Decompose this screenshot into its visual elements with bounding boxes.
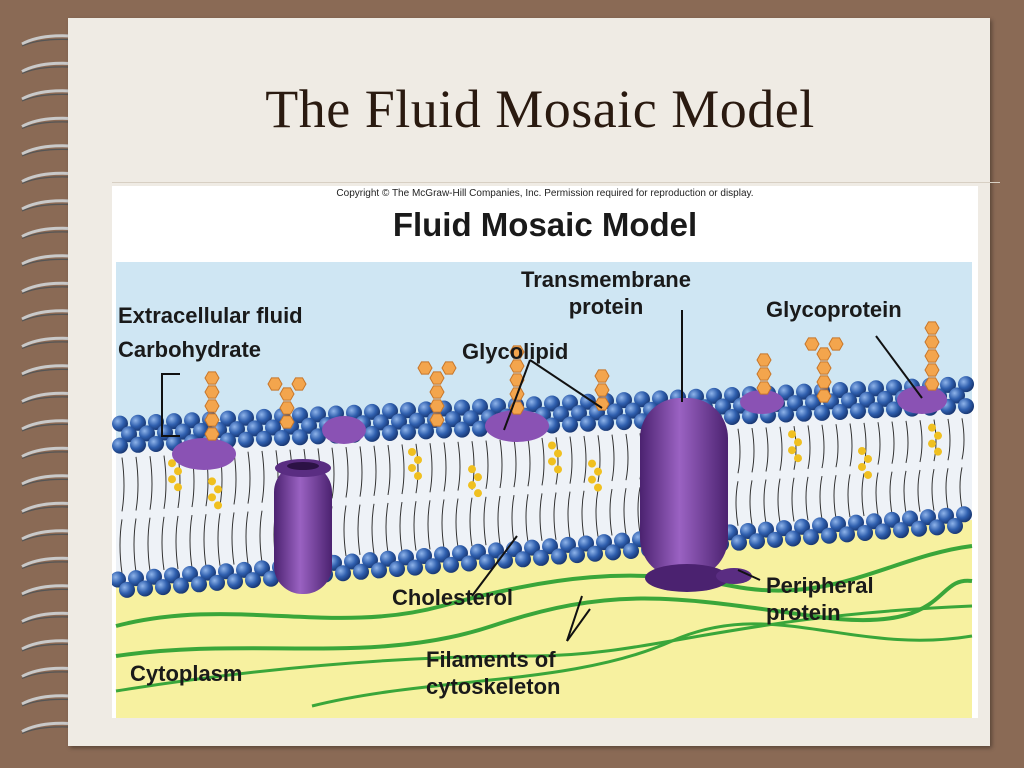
label-glycoprotein: Glycoprotein xyxy=(766,297,902,322)
carbohydrate-chains xyxy=(204,321,940,441)
glycolipid-protein-blobs xyxy=(172,386,947,470)
title-divider xyxy=(112,182,1000,183)
label-cholesterol: Cholesterol xyxy=(392,585,514,610)
transmembrane-protein xyxy=(640,398,752,592)
label-peripheral-protein: Peripheral protein xyxy=(766,573,874,625)
carbohydrate-bracket xyxy=(161,373,180,437)
slide-title: The Fluid Mosaic Model xyxy=(265,79,815,139)
membrane-diagram xyxy=(112,262,974,718)
leader-lines xyxy=(471,310,923,642)
label-extracellular-fluid: Extracellular fluid xyxy=(118,303,303,328)
cholesterol-molecules xyxy=(168,423,942,510)
label-glycolipid: Glycolipid xyxy=(462,339,569,364)
membrane-figure: Copyright © The McGraw-Hill Companies, I… xyxy=(112,186,978,718)
cytoskeleton-filaments xyxy=(115,544,973,708)
figure-title: Fluid Mosaic Model xyxy=(392,206,698,243)
label-cytoplasm: Cytoplasm xyxy=(130,661,243,686)
channel-protein xyxy=(274,459,332,594)
label-carbohydrate: Carbohydrate xyxy=(118,337,262,362)
label-transmembrane-protein: Transmembrane protein xyxy=(521,267,691,319)
label-filaments-of-cytoskeleton: Filaments of cytoskeleton xyxy=(426,647,561,699)
copyright-notice: Copyright © The McGraw-Hill Companies, I… xyxy=(336,188,754,199)
